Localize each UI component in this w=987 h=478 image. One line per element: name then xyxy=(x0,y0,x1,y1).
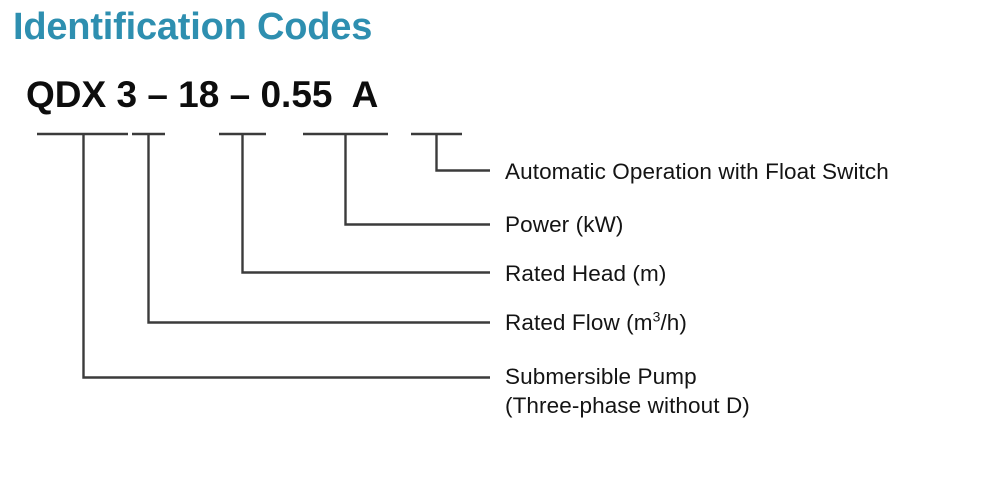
submersible-pump-line2: (Three-phase without D) xyxy=(505,392,750,418)
model-code: QDX 3 – 18 – 0.55 A xyxy=(26,74,379,115)
leader-rated-head xyxy=(241,134,490,274)
rated-flow-text-before: Rated Flow (m xyxy=(505,310,653,335)
callout-label-rated-head: Rated Head (m) xyxy=(505,261,667,286)
callout-label-rated-flow: Rated Flow (m3/h) xyxy=(505,309,687,338)
rated-flow-superscript: 3 xyxy=(652,308,661,325)
callout-label-power: Power (kW) xyxy=(505,212,624,237)
callout-label-submersible-pump: Submersible Pump (Three-phase without D) xyxy=(505,363,750,421)
submersible-pump-line1: Submersible Pump xyxy=(505,364,697,389)
rated-flow-text-after: /h) xyxy=(660,310,688,335)
leader-automatic xyxy=(435,134,490,172)
callout-label-automatic: Automatic Operation with Float Switch xyxy=(505,159,889,184)
leader-rated-flow xyxy=(147,134,490,324)
leader-power xyxy=(344,134,490,226)
page-title: Identification Codes xyxy=(13,6,373,48)
leader-submersible-pump xyxy=(82,134,490,379)
